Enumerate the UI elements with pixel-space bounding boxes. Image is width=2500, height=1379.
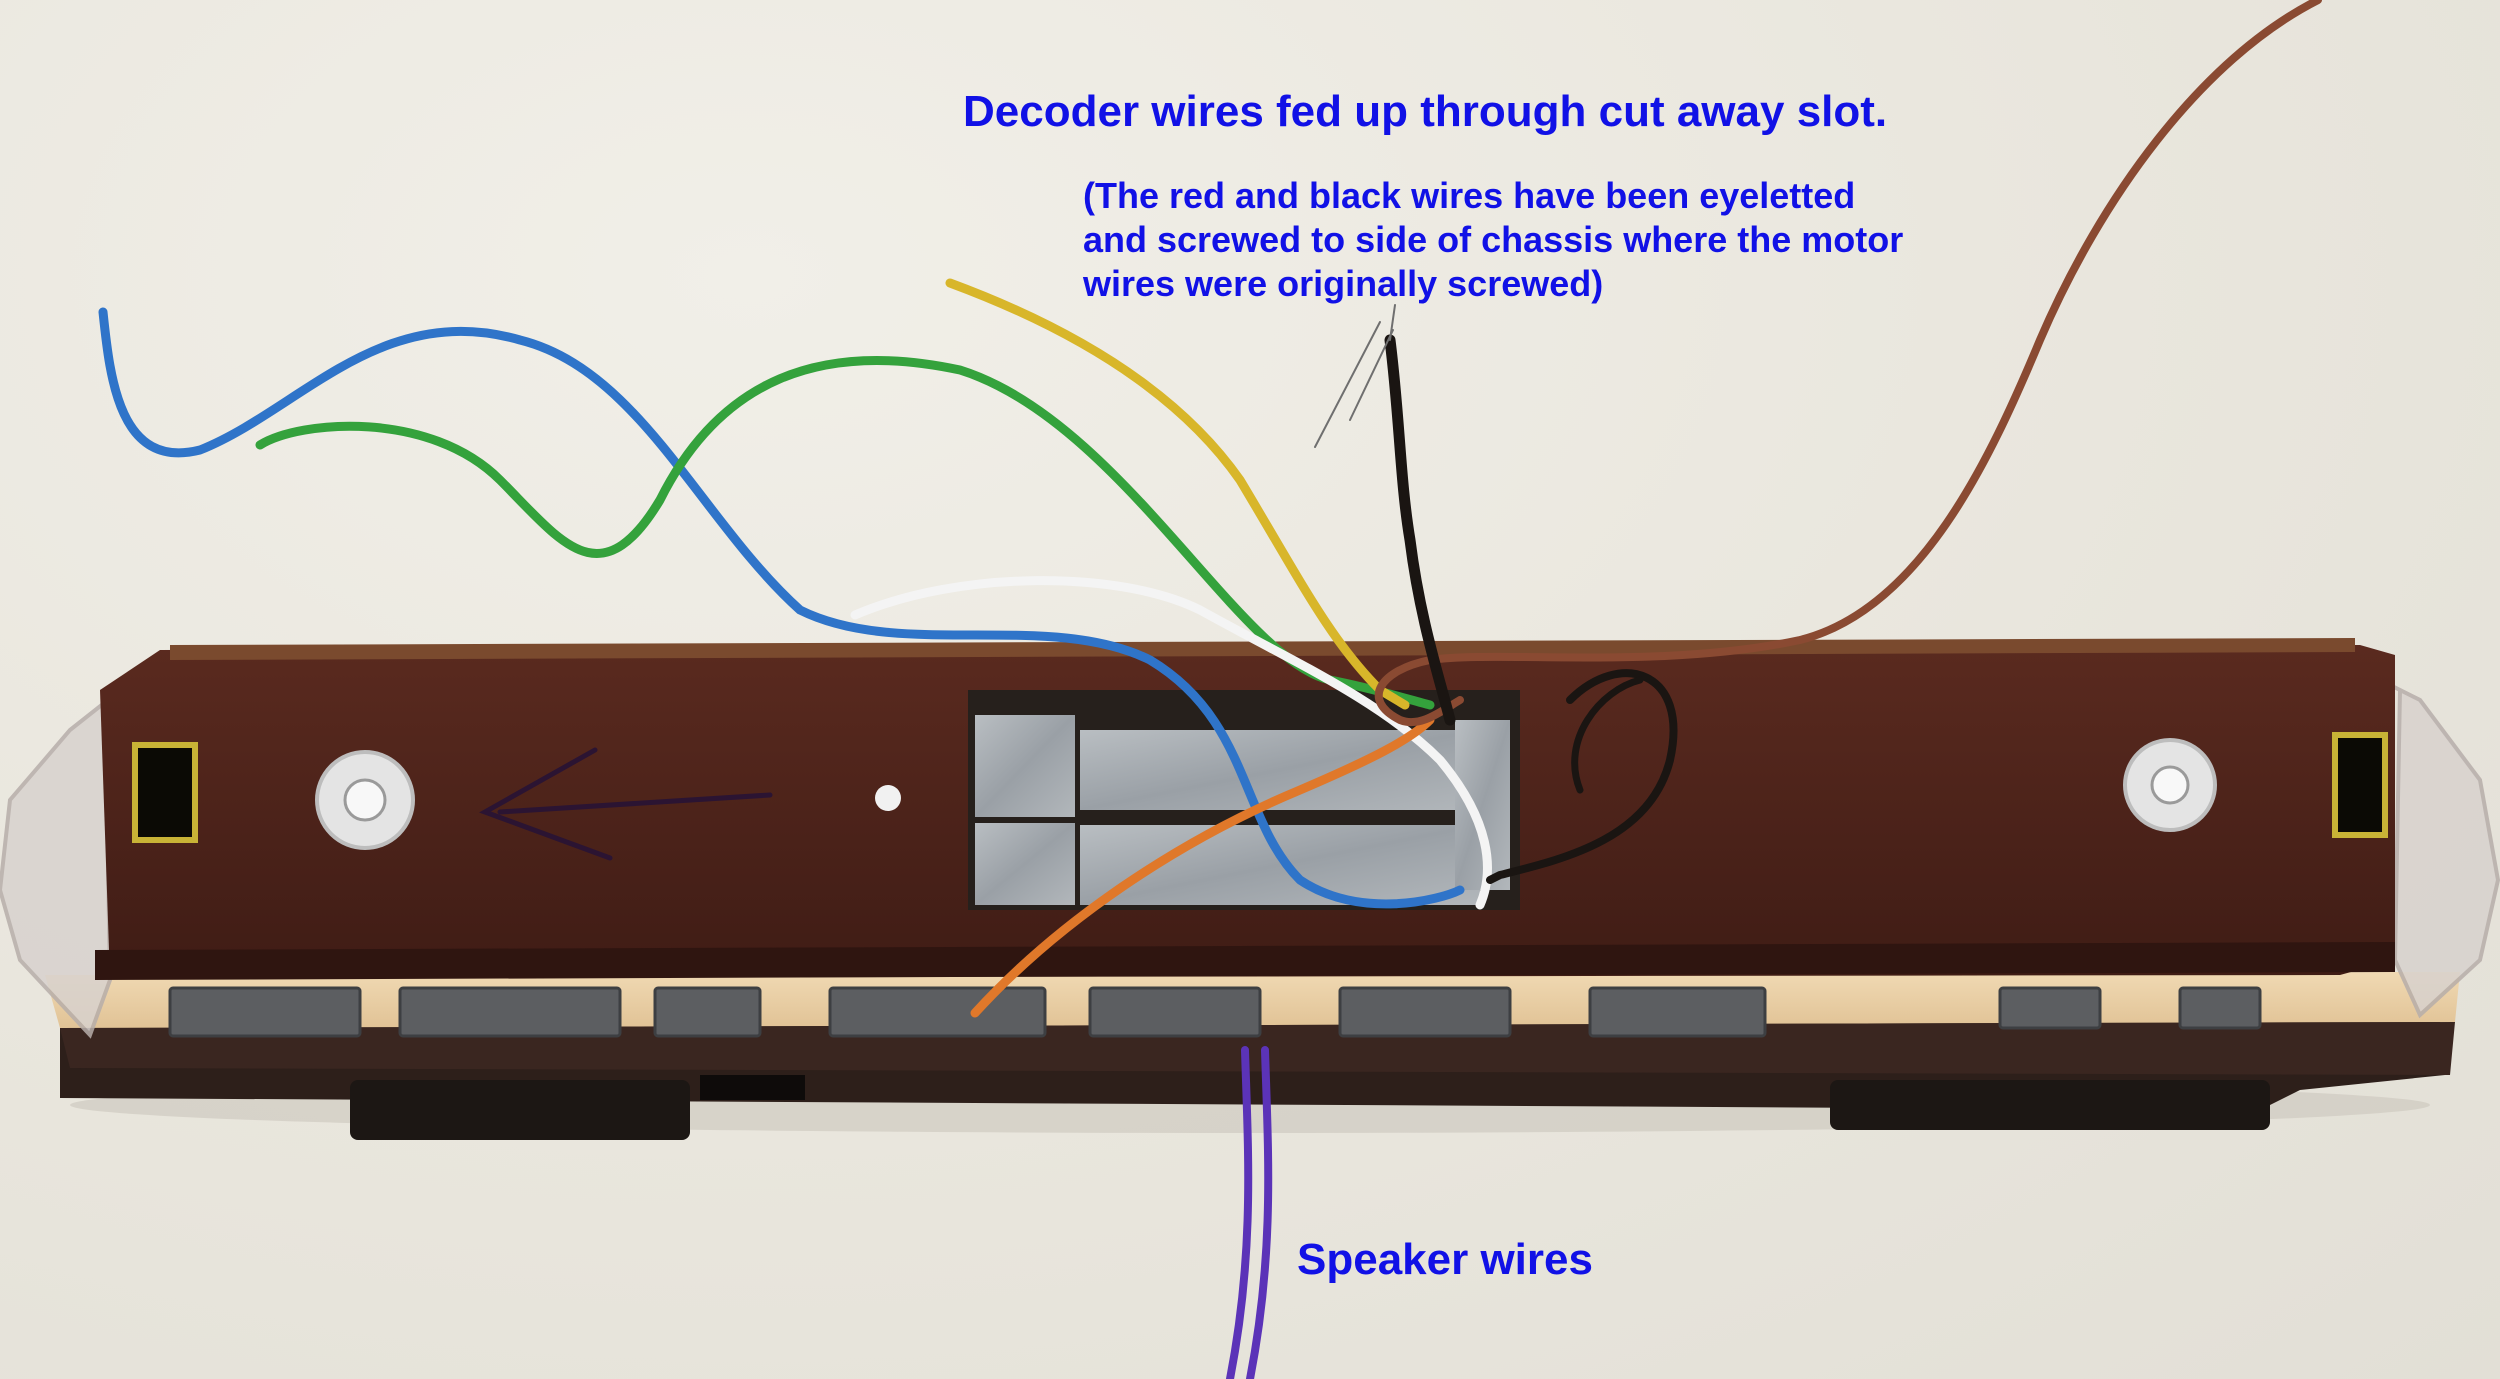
roof-top-edge <box>170 638 2355 660</box>
purple-wire-2 <box>1246 1046 1273 1379</box>
caption-note-line: wires were originally screwed) <box>1083 263 1604 304</box>
roof-small-disc <box>875 785 901 811</box>
orange-wire <box>970 715 1435 1018</box>
black-wire-upper <box>1384 334 1456 726</box>
underframe-box <box>700 1075 805 1100</box>
motor-weight-4 <box>1080 825 1480 905</box>
caption-note-line: (The red and black wires have been eyele… <box>1083 175 1856 216</box>
brown-wire <box>1374 0 2322 727</box>
yellow-wire <box>945 278 1410 710</box>
roof-bottom-edge <box>95 942 2395 980</box>
black-wire-loop <box>1571 676 1644 794</box>
caption-note: (The red and black wires have been eyele… <box>1083 174 1903 306</box>
white-wire <box>850 576 1492 910</box>
wire-frayed-end <box>1314 304 1396 448</box>
black-wire-lower <box>1486 669 1678 884</box>
headcode-left <box>132 742 198 843</box>
motor-weight-1 <box>975 715 1075 817</box>
caption-title: Decoder wires fed up through cut away sl… <box>963 87 1888 136</box>
motor-weight-5 <box>1455 720 1510 890</box>
purple-wire-1 <box>1226 1046 1253 1379</box>
decoder-wires <box>98 0 2322 1379</box>
blue-wire <box>98 307 1465 909</box>
bogie-right <box>1830 1080 2270 1130</box>
bogie-left <box>350 1080 690 1140</box>
headcode-right <box>2332 732 2388 838</box>
motor-weight-3 <box>975 823 1075 905</box>
cab-end-right <box>2329 653 2500 1019</box>
caption-note-line: and screwed to side of chassis where the… <box>1083 219 1904 260</box>
caption-speaker-wires: Speaker wires <box>1297 1235 1593 1284</box>
drawn-arrow <box>479 747 773 861</box>
